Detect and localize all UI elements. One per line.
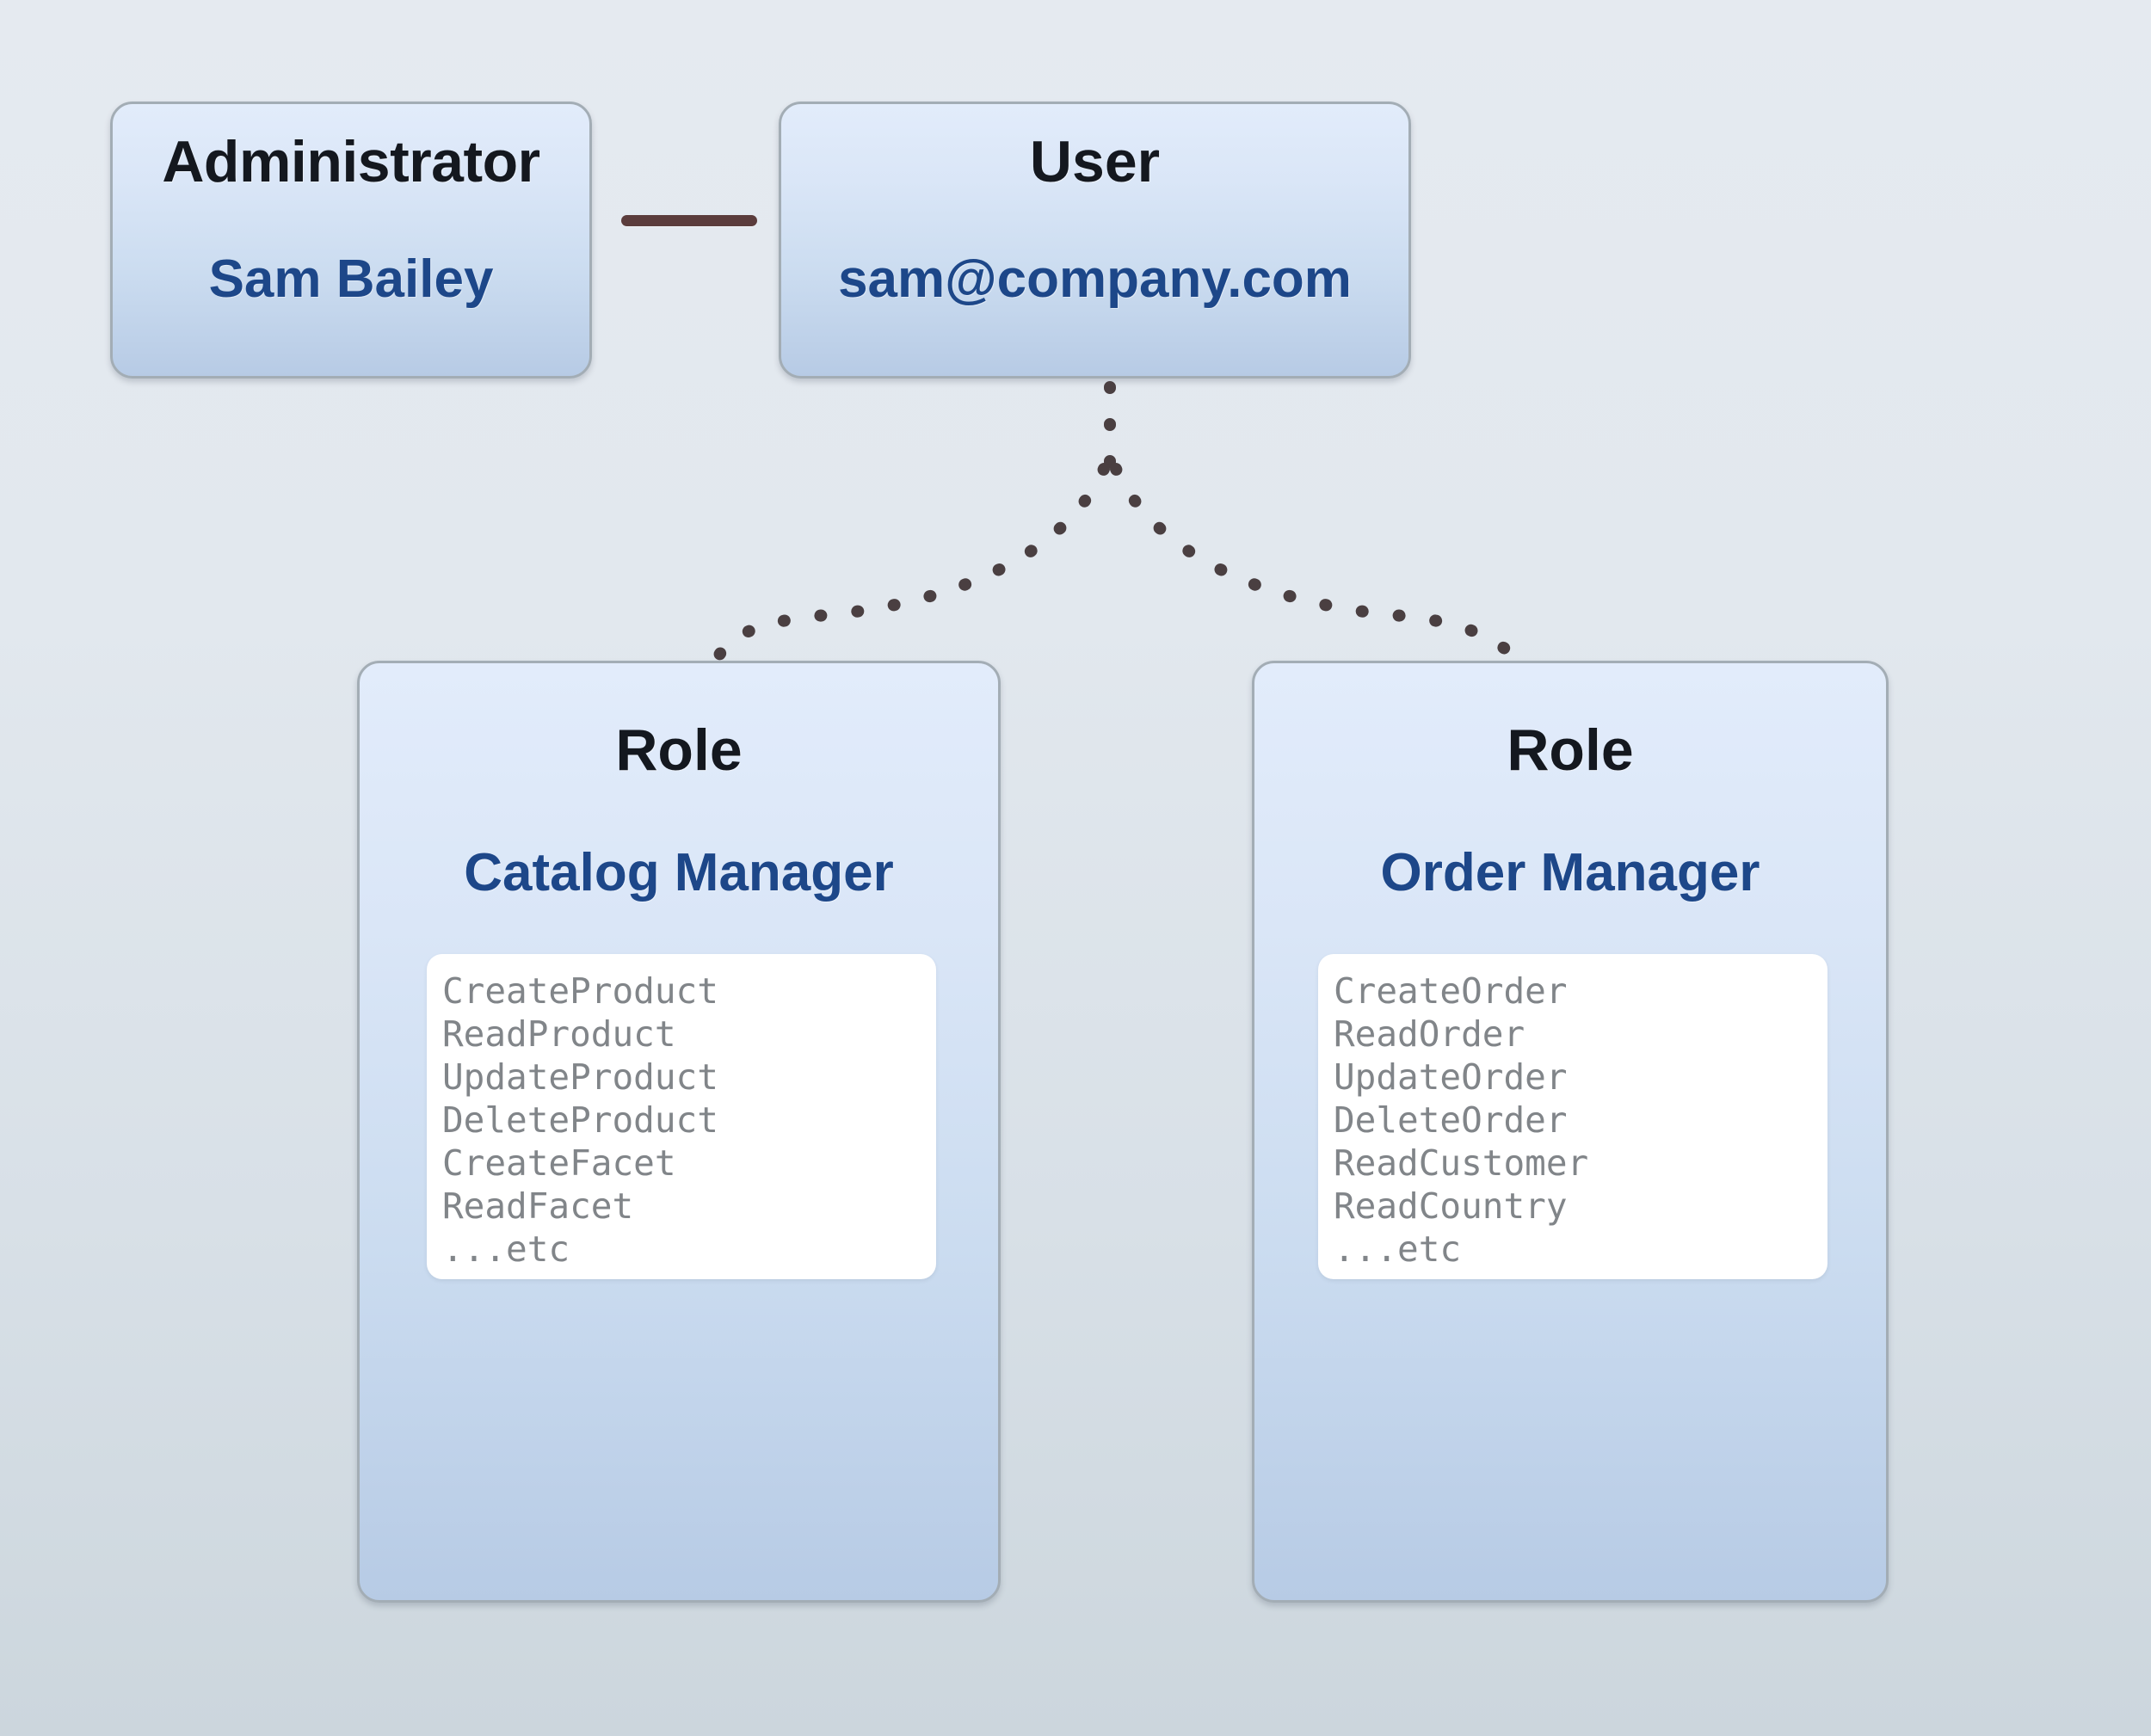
permission-item: DeleteProduct <box>442 1099 718 1141</box>
permission-item: ReadProduct <box>442 1013 676 1055</box>
node-role-order-manager[interactable]: Role Order Manager CreateOrder ReadOrder… <box>1252 661 1889 1603</box>
role-1-type-label: Role <box>1507 717 1634 783</box>
administrator-name-value: Sam Bailey <box>208 249 494 309</box>
permission-item: UpdateOrder <box>1334 1056 1568 1098</box>
role-1-permissions-panel: CreateOrder ReadOrder UpdateOrder Delete… <box>1318 954 1827 1279</box>
administrator-type-label: Administrator <box>162 129 540 194</box>
permission-item: ReadCountry <box>1334 1185 1568 1227</box>
permission-item: DeleteOrder <box>1334 1099 1568 1141</box>
role-0-permission-list: CreateProduct ReadProduct UpdateProduct … <box>442 970 936 1271</box>
permission-item: CreateOrder <box>1334 970 1568 1012</box>
role-0-permissions-panel: CreateProduct ReadProduct UpdateProduct … <box>427 954 936 1279</box>
permission-item: CreateFacet <box>442 1142 676 1184</box>
role-1-name-value: Order Manager <box>1380 843 1760 902</box>
role-0-name-value: Catalog Manager <box>464 843 894 902</box>
role-0-type-label: Role <box>615 717 743 783</box>
edge-administrator-user <box>621 215 757 226</box>
permission-item: ...etc <box>1334 1228 1462 1270</box>
permission-item: UpdateProduct <box>442 1056 718 1098</box>
user-email-value: sam@company.com <box>838 249 1352 309</box>
user-type-label: User <box>1029 129 1161 194</box>
node-user[interactable]: User sam@company.com <box>779 102 1411 379</box>
node-administrator[interactable]: Administrator Sam Bailey <box>110 102 592 379</box>
permission-item: ...etc <box>442 1228 570 1270</box>
permission-item: ReadFacet <box>442 1185 634 1227</box>
permission-item: ReadCustomer <box>1334 1142 1589 1184</box>
permission-item: ReadOrder <box>1334 1013 1525 1055</box>
node-role-catalog-manager[interactable]: Role Catalog Manager CreateProduct ReadP… <box>357 661 1001 1603</box>
role-1-permission-list: CreateOrder ReadOrder UpdateOrder Delete… <box>1334 970 1827 1271</box>
permission-item: CreateProduct <box>442 970 718 1012</box>
